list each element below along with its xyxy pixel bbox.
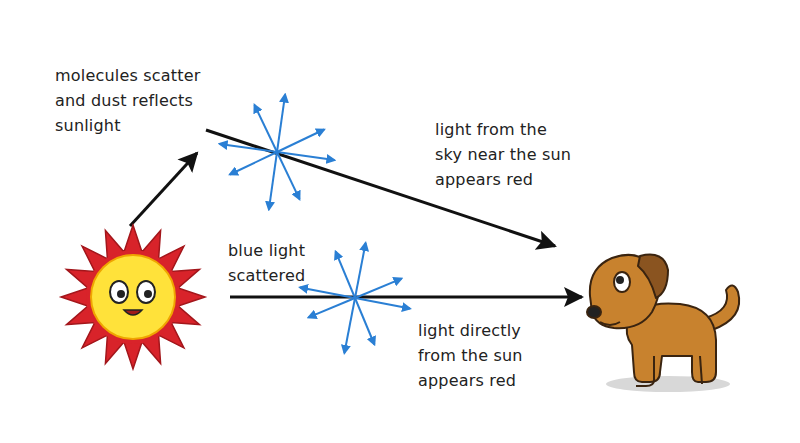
annotation-text: light directly from the sun appears red bbox=[418, 318, 540, 393]
scatter-arrow bbox=[309, 298, 356, 317]
scatter-arrow bbox=[344, 298, 355, 353]
scatter-arrow bbox=[269, 152, 277, 209]
sun-figure bbox=[61, 225, 205, 369]
scatter-arrow bbox=[355, 243, 366, 298]
light-ray-arrow bbox=[130, 153, 197, 226]
scatter-arrow bbox=[277, 152, 334, 160]
annotation-text: light from the sky near the sun appears … bbox=[435, 117, 573, 192]
annotation-text: molecules scatter and dust reflects sunl… bbox=[55, 63, 223, 138]
dog-figure bbox=[587, 255, 739, 392]
scatter-arrow bbox=[277, 95, 285, 152]
scatter-symbol bbox=[220, 95, 410, 353]
scatter-arrow bbox=[277, 152, 300, 199]
scatter-arrow bbox=[336, 252, 355, 299]
annotation-text: blue light scattered bbox=[228, 238, 328, 288]
scatter-arrow bbox=[277, 130, 324, 153]
scatter-arrow bbox=[230, 152, 277, 175]
scatter-arrow bbox=[255, 105, 278, 152]
sun-rays bbox=[61, 225, 205, 369]
scatter-arrow bbox=[355, 279, 402, 298]
scatter-arrow bbox=[300, 287, 355, 298]
scatter-arrow bbox=[355, 298, 374, 345]
scatter-arrow bbox=[355, 298, 410, 309]
scatter-arrow bbox=[220, 144, 277, 152]
light-ray-arrow bbox=[230, 296, 582, 299]
